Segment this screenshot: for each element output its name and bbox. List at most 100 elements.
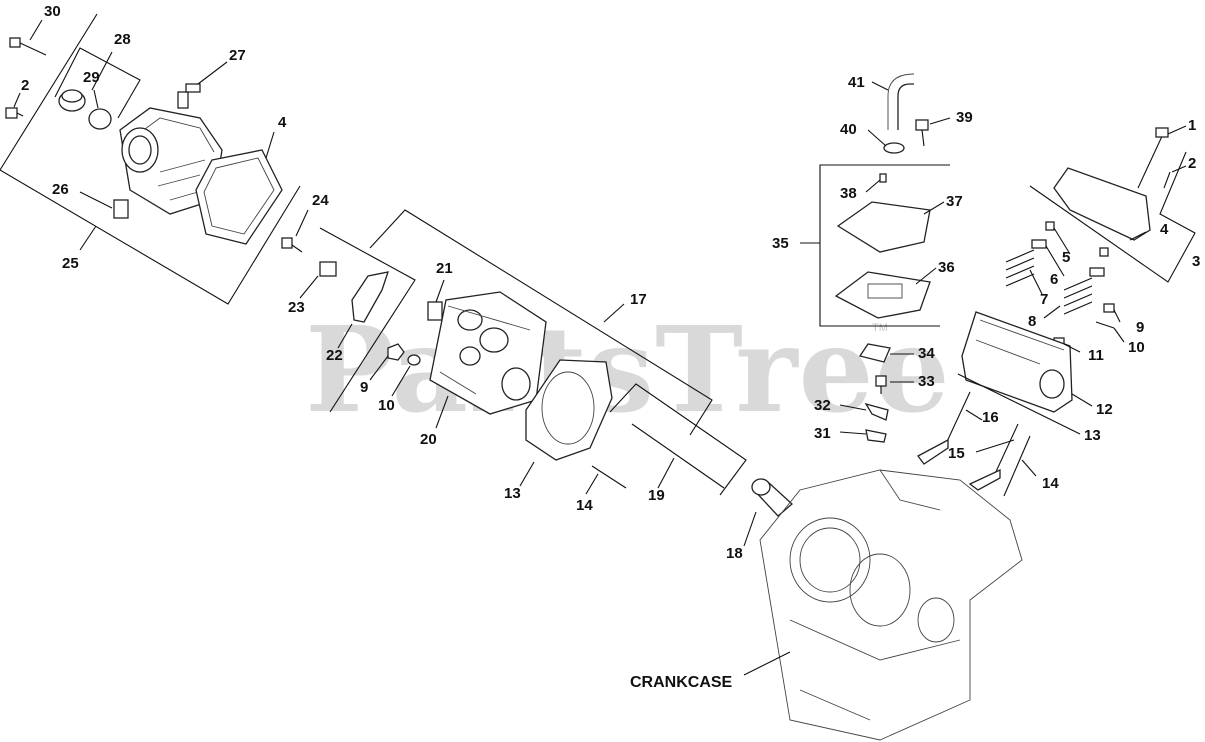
- callout-28: 28: [114, 31, 131, 48]
- part-2-screw-right: [1163, 171, 1171, 189]
- callout-31: 31: [814, 425, 831, 442]
- part-38-plug: [879, 173, 887, 183]
- callout-36: 36: [938, 259, 955, 276]
- part-12-cylinder-head: [961, 311, 1073, 413]
- callout-37: 37: [946, 193, 963, 210]
- part-10-washer: [407, 354, 421, 366]
- callout-2-right: 2: [1188, 155, 1197, 172]
- part-14-stud-right: [1003, 435, 1031, 497]
- callout-27: 27: [229, 47, 246, 64]
- callout-21: 21: [436, 260, 453, 277]
- part-28-cap: [58, 89, 86, 112]
- part-33-bolt: [875, 375, 887, 394]
- part-4-gasket-left: [195, 149, 283, 245]
- callout-40: 40: [840, 121, 857, 138]
- callout-18: 18: [726, 545, 743, 562]
- part-24-bolt: [281, 237, 303, 253]
- callout-20: 20: [420, 431, 437, 448]
- part-16-intake-valve: [917, 391, 971, 465]
- part-41-breather-tube: [897, 83, 914, 130]
- part-5-retainer-b: [1099, 247, 1109, 257]
- cylinder-head-group-frame-2: [369, 209, 713, 436]
- part-18-lifter: [751, 478, 793, 517]
- right-lower-leader-lines: [957, 125, 1187, 477]
- callout-5: 5: [1062, 249, 1071, 266]
- callout-38: 38: [840, 185, 857, 202]
- crankcase-leader: [743, 651, 791, 676]
- crankcase-label: CRANKCASE: [630, 674, 733, 691]
- callout-13-left: 13: [504, 485, 521, 502]
- callout-13-right: 13: [1084, 427, 1101, 444]
- callout-17: 17: [630, 291, 647, 308]
- callout-41: 41: [848, 74, 865, 91]
- part-4-rocker-cover: [1053, 167, 1151, 241]
- part-21-valve-guide: [427, 301, 443, 321]
- part-23-pivot: [319, 261, 337, 277]
- callout-9-right: 9: [1136, 319, 1145, 336]
- part-9-keeper: [1103, 303, 1115, 313]
- callout-23: 23: [288, 299, 305, 316]
- callout-7: 7: [1040, 291, 1049, 308]
- part-4-gasket-left-inner: [203, 157, 275, 235]
- crankcase-body: [759, 469, 1023, 741]
- middle-leader-lines: [295, 209, 757, 547]
- part-1-bolt-head: [1155, 127, 1169, 138]
- callout-19: 19: [648, 487, 665, 504]
- callout-1: 1: [1188, 117, 1197, 134]
- part-27-fitting: [177, 83, 201, 109]
- callout-26: 26: [52, 181, 69, 198]
- part-5-retainer: [1045, 221, 1055, 231]
- part-19-push-rod: [631, 423, 725, 489]
- watermark-text: PartsTree: [305, 300, 951, 439]
- callout-6: 6: [1050, 271, 1059, 288]
- part-41-breather-tube-outer: [887, 73, 915, 130]
- part-37-breather-cover: [836, 201, 931, 253]
- callout-2-left: 2: [21, 77, 30, 94]
- part-1-bolt: [1137, 131, 1165, 189]
- callout-3: 3: [1192, 253, 1201, 270]
- part-40-clamp: [883, 142, 905, 154]
- callout-15: 15: [948, 445, 965, 462]
- callout-34: 34: [918, 345, 935, 362]
- part-10-pin: [1095, 321, 1115, 329]
- callout-14-left: 14: [576, 497, 593, 514]
- callout-4-right: 4: [1160, 221, 1169, 238]
- callout-10-right: 10: [1128, 339, 1145, 356]
- callout-16: 16: [982, 409, 999, 426]
- callout-9-left: 9: [360, 379, 369, 396]
- callout-14-right: 14: [1042, 475, 1059, 492]
- part-2-screw: [5, 107, 24, 119]
- part-9-nut: [387, 343, 405, 361]
- callout-29: 29: [83, 69, 100, 86]
- part-20-cylinder-head: [429, 291, 547, 415]
- callout-32: 32: [814, 397, 831, 414]
- part-15-exhaust-valve: [968, 423, 1019, 491]
- part-39-bolt: [915, 119, 929, 147]
- breather-group-frame: [819, 164, 950, 327]
- callout-22: 22: [326, 347, 343, 364]
- callout-33: 33: [918, 373, 935, 390]
- right-upper-leader-lines: [800, 81, 951, 435]
- cylinder-head-group-frame: [319, 227, 416, 413]
- part-31-bracket: [865, 429, 887, 443]
- valve-cover-group-frame: [0, 13, 301, 305]
- part-29-o-ring: [88, 108, 112, 130]
- part-36-breather-plate: [834, 271, 931, 319]
- valve-cover-body: [119, 107, 223, 215]
- callout-35: 35: [772, 235, 789, 252]
- part-22-rocker-arm: [351, 271, 389, 323]
- callout-10-left: 10: [378, 397, 395, 414]
- callout-25: 25: [62, 255, 79, 272]
- part-6-spring-cap: [1031, 239, 1047, 249]
- rocker-cover-group-frame: [1029, 151, 1196, 283]
- callout-24: 24: [312, 192, 329, 209]
- callout-30: 30: [44, 3, 61, 20]
- callout-4-left: 4: [278, 114, 287, 131]
- push-rod-frame: [609, 383, 747, 496]
- callout-8: 8: [1028, 313, 1037, 330]
- part-26-breather-fitting: [113, 199, 129, 219]
- watermark-trademark: TM: [872, 322, 888, 334]
- left-leader-lines: [13, 19, 275, 251]
- part-34-spacer: [858, 343, 891, 363]
